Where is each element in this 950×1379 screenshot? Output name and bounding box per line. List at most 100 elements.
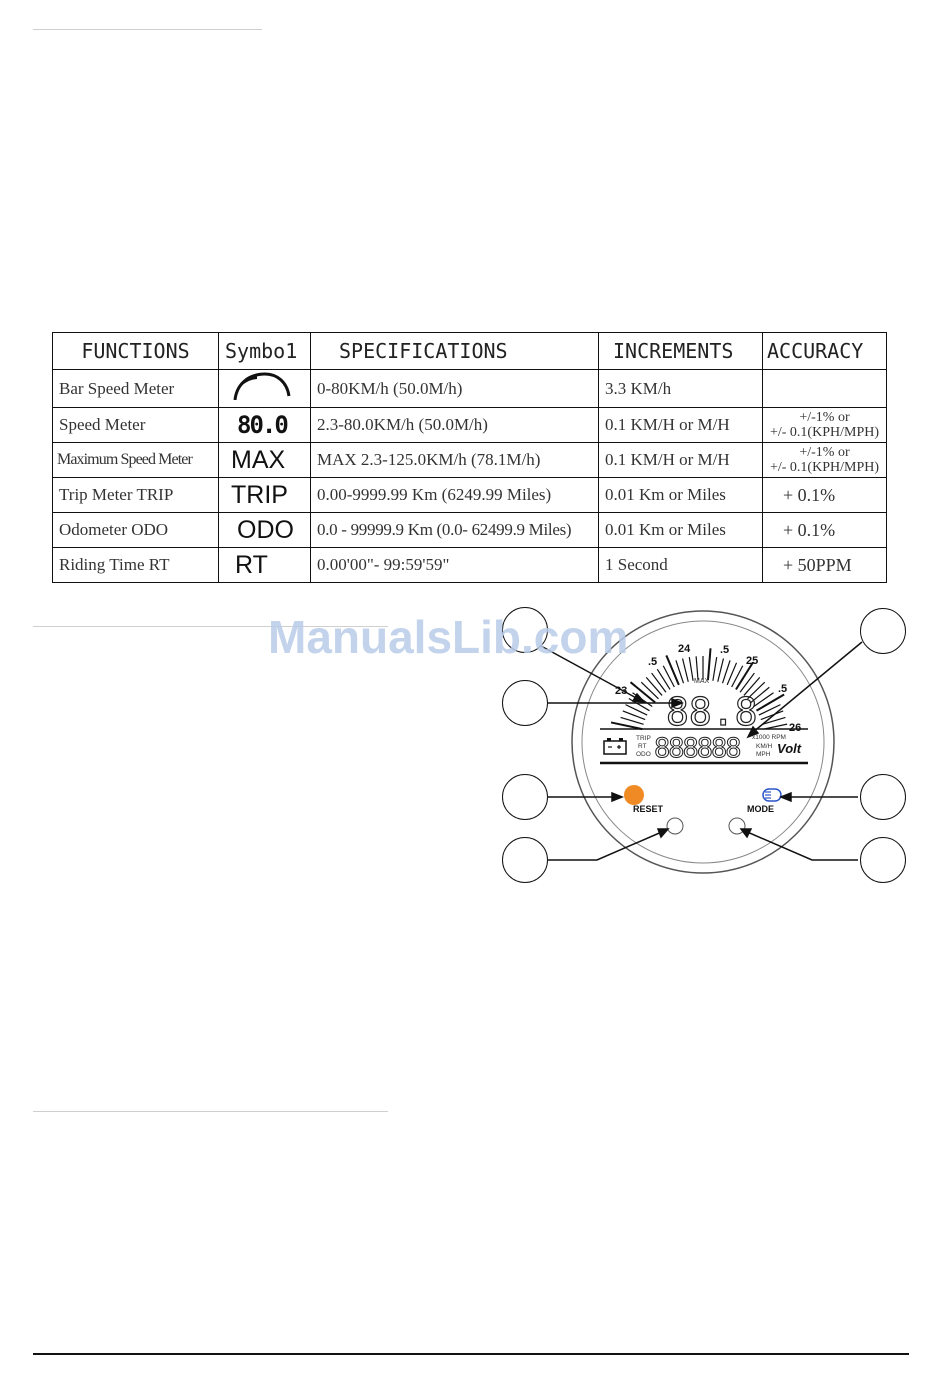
lcd-kmh-label: KM/H	[756, 743, 773, 750]
bar-segment	[629, 681, 656, 704]
lcd-rt-label: RT	[638, 743, 647, 750]
section-rule-2	[33, 1111, 388, 1112]
bar-segment	[625, 704, 648, 716]
bar-segment	[695, 656, 699, 681]
bar-segment	[645, 676, 663, 696]
bar-segment	[743, 676, 761, 696]
callout-circle-3	[860, 608, 906, 654]
reset-button[interactable]	[666, 817, 684, 835]
bar-segment	[717, 658, 725, 682]
bar-segment	[739, 672, 755, 693]
bar-segment	[610, 721, 643, 731]
cell-function: Riding Time RT	[52, 547, 219, 583]
cell-symbol: RT	[218, 547, 311, 583]
reset-indicator-button[interactable]	[624, 785, 644, 805]
bar-segment	[665, 655, 680, 686]
volt-logo: Volt	[777, 741, 802, 756]
scale-label: .5	[720, 644, 729, 656]
scale-label: 24	[678, 643, 691, 655]
watermark: ManualsLib.com	[268, 611, 629, 663]
bar-segment	[628, 698, 650, 712]
cell-spec: 2.3-80.0KM/h (50.0M/h)	[310, 407, 599, 443]
bar-segment	[712, 657, 718, 681]
bar-segment	[721, 660, 731, 684]
mode-label: MODE	[747, 804, 774, 814]
cell-increment: 0.1 KM/H or M/H	[598, 407, 763, 443]
scale-label: 25	[746, 655, 758, 667]
table-row: Riding Time RT RT 0.00'00"- 99:59'59" 1 …	[52, 547, 887, 583]
callout-circle-1	[502, 607, 548, 653]
arrow-head	[656, 828, 670, 839]
cell-symbol: TRIP	[218, 477, 311, 513]
cell-accuracy: +/-1% or +/- 0.1(KPH/MPH)	[762, 407, 887, 443]
header-specifications: SPECIFICATIONS	[310, 332, 599, 370]
bar-scale-ticks	[610, 648, 788, 731]
cell-accuracy: +/-1% or +/- 0.1(KPH/MPH)	[762, 442, 887, 478]
arrow-head	[739, 828, 753, 839]
bar-segment	[750, 686, 770, 704]
scale-label: .5	[648, 656, 657, 668]
bar-segment	[620, 716, 644, 725]
lcd-mph-label: MPH	[756, 751, 771, 758]
lcd-speed-digits: 88.8	[666, 690, 758, 734]
cell-symbol: MAX	[218, 442, 311, 478]
bar-segment	[735, 661, 754, 691]
lcd-max-label: MAX	[694, 678, 710, 685]
bar-segment	[681, 658, 689, 682]
cell-increment: 1 Second	[598, 547, 763, 583]
bar-segment	[656, 668, 671, 690]
callout-circle-7	[860, 837, 906, 883]
battery-icon	[603, 738, 627, 755]
cell-symbol: 80.0	[218, 407, 311, 443]
table-row: Maximum Speed Meter MAX MAX 2.3-125.0KM/…	[52, 442, 887, 478]
arc-bar-icon	[233, 372, 291, 401]
cell-accuracy: + 0.1%	[762, 477, 887, 513]
arrow-head	[746, 725, 760, 739]
accuracy-line-1: +/-1% or	[799, 445, 850, 460]
cell-function: Odometer ODO	[52, 512, 219, 548]
bar-segment	[622, 710, 646, 721]
specification-table: FUNCTIONS Symbo1 SPECIFICATIONS INCREMEN…	[52, 332, 887, 583]
bar-segment	[640, 681, 659, 700]
bar-segment	[706, 648, 712, 681]
section-rule-1	[33, 626, 388, 627]
header-accuracy: ACCURACY	[762, 332, 887, 370]
bar-segment	[753, 692, 774, 707]
bar-segment	[755, 693, 785, 712]
callout-circle-4	[502, 774, 548, 820]
bar-segment	[758, 704, 781, 716]
table-row: Speed Meter 80.0 2.3-80.0KM/h (50.0M/h) …	[52, 407, 887, 443]
scale-label: .5	[778, 683, 787, 695]
headlight-icon	[762, 788, 782, 802]
arrow-head	[611, 791, 625, 803]
header-symbol: Symbo1	[218, 332, 311, 370]
bar-segment	[731, 665, 744, 688]
lcd-odo-digits: 888888	[654, 733, 740, 764]
gauge-inner-ring	[581, 620, 825, 864]
leader-line-6	[548, 830, 665, 861]
callout-circle-5	[860, 774, 906, 820]
cell-spec: 0.00'00"- 99:59'59"	[310, 547, 599, 583]
bar-segment	[747, 681, 766, 700]
table-row: Odometer ODO ODO 0.0 - 99999.9 Km (0.0- …	[52, 512, 887, 548]
cell-spec: 0-80KM/h (50.0M/h)	[310, 369, 599, 408]
cell-spec: MAX 2.3-125.0KM/h (78.1M/h)	[310, 442, 599, 478]
speed-digits-symbol: 80.0	[237, 411, 289, 439]
arrow-head	[631, 692, 646, 703]
lcd-rpm-label: x1000 RPM	[752, 734, 786, 741]
reset-label: RESET	[633, 804, 664, 814]
scale-label: 26	[789, 722, 801, 734]
arrow-head	[671, 697, 685, 709]
bar-segment	[760, 710, 784, 721]
table-row: Trip Meter TRIP TRIP 0.00-9999.99 Km (62…	[52, 477, 887, 513]
header-rule	[33, 29, 262, 30]
leader-line-7	[744, 830, 858, 861]
bar-segment	[726, 662, 738, 686]
leader-line-1	[540, 645, 641, 701]
accuracy-line-2: +/- 0.1(KPH/MPH)	[769, 460, 879, 475]
bar-segment	[675, 660, 685, 684]
accuracy-line-2: +/- 0.1(KPH/MPH)	[769, 425, 879, 440]
footer-rule	[33, 1353, 909, 1355]
header-increments: INCREMENTS	[598, 332, 763, 370]
